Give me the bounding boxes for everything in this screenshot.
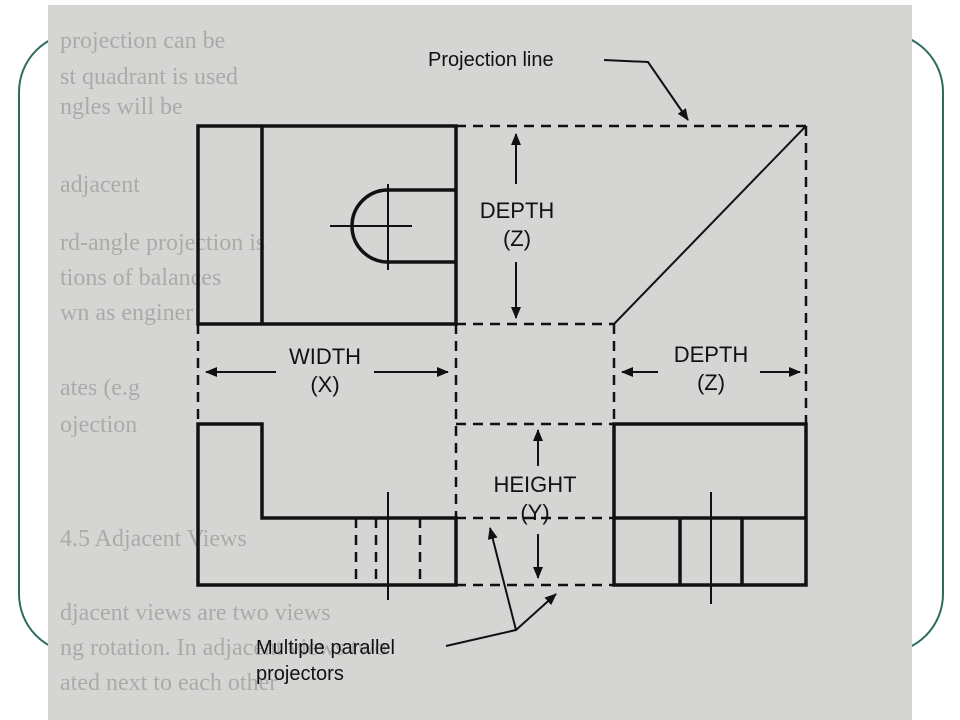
height-label: HEIGHT xyxy=(493,472,576,497)
bg-line: tions of balances xyxy=(60,265,221,291)
depth-top-unit: (Z) xyxy=(503,226,531,251)
top-view-outline xyxy=(196,124,458,326)
top-view xyxy=(196,124,458,326)
front-view xyxy=(196,422,458,600)
dimension-labels: DEPTH (Z) WIDTH (X) DEPTH (Z) HEIGHT (Y) xyxy=(289,198,748,525)
parallel-projectors-label-1: Multiple parallel xyxy=(256,637,395,659)
parallel-projectors-label-2: projectors xyxy=(256,663,344,685)
bg-line: ates (e.g xyxy=(60,375,140,401)
bg-line: ojection xyxy=(60,412,137,438)
bg-line: 4.5 Adjacent Views xyxy=(60,526,247,552)
projection-line-leader xyxy=(603,59,689,121)
projector-leader-2 xyxy=(515,593,557,631)
bg-line: djacent views are two views xyxy=(60,600,331,626)
width-label: WIDTH xyxy=(289,344,361,369)
bg-line: wn as enginer xyxy=(60,300,193,326)
bg-line: projection can be xyxy=(60,28,225,54)
projection-line-label: Projection line xyxy=(428,49,554,71)
bg-line: adjacent xyxy=(60,172,140,198)
front-view-outline xyxy=(196,422,458,587)
bg-line: st quadrant is used xyxy=(60,64,238,90)
height-unit: (Y) xyxy=(520,500,549,525)
projection-diagram: projection can be st quadrant is used ng… xyxy=(60,28,808,696)
bg-line: rd-angle projection is xyxy=(60,230,265,256)
depth-right-label: DEPTH xyxy=(674,342,749,367)
side-view xyxy=(612,422,808,604)
dimension-arrows xyxy=(205,133,801,579)
bg-line: ng rotation. In adjacent views two xyxy=(60,635,387,661)
depth-right-unit: (Z) xyxy=(697,370,725,395)
callouts: Projection line Multiple parallel projec… xyxy=(256,49,689,685)
miter-line xyxy=(613,125,807,325)
bg-line: ngles will be xyxy=(60,94,183,120)
bg-line: ated next to each other xyxy=(60,670,277,696)
width-unit: (X) xyxy=(310,372,339,397)
depth-top-label: DEPTH xyxy=(480,198,555,223)
background-text: projection can be st quadrant is used ng… xyxy=(60,28,387,696)
scanned-figure: projection can be st quadrant is used ng… xyxy=(48,5,912,720)
projection-lines xyxy=(196,124,808,587)
